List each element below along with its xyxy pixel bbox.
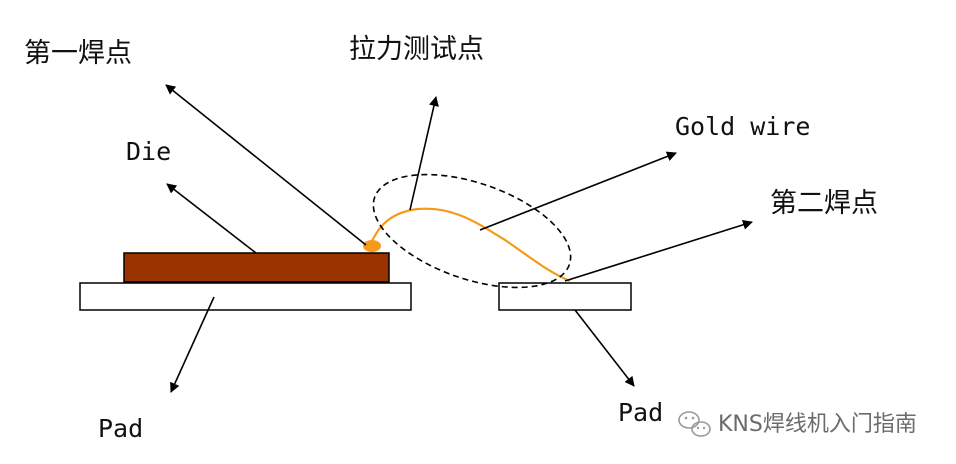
- arrow-second-bond: [564, 219, 753, 282]
- arrow-pad-right: [574, 309, 635, 387]
- gold-wire: [368, 207, 571, 283]
- arrow-pull-test: [409, 96, 439, 211]
- label-pad-right: Pad: [618, 398, 663, 427]
- label-first-bond: 第一焊点: [24, 38, 132, 69]
- die: [123, 252, 390, 283]
- arrow-pad-left: [170, 296, 215, 393]
- right-pad: [498, 282, 632, 311]
- wechat-icon: [678, 411, 711, 437]
- label-die: Die: [126, 137, 171, 166]
- left-pad: [79, 282, 412, 311]
- label-second-bond: 第二焊点: [770, 188, 878, 219]
- arrow-first-bond: [165, 84, 367, 246]
- label-pull-test-point: 拉力测试点: [349, 34, 484, 65]
- label-pad-left: Pad: [98, 414, 143, 443]
- first-bond-ball: [363, 240, 381, 252]
- watermark-text: KNS焊线机入门指南: [718, 412, 917, 437]
- watermark: KNS焊线机入门指南: [678, 411, 917, 437]
- arrow-die: [166, 183, 257, 254]
- arrow-gold-wire: [479, 151, 677, 231]
- label-gold-wire: Gold wire: [675, 112, 810, 141]
